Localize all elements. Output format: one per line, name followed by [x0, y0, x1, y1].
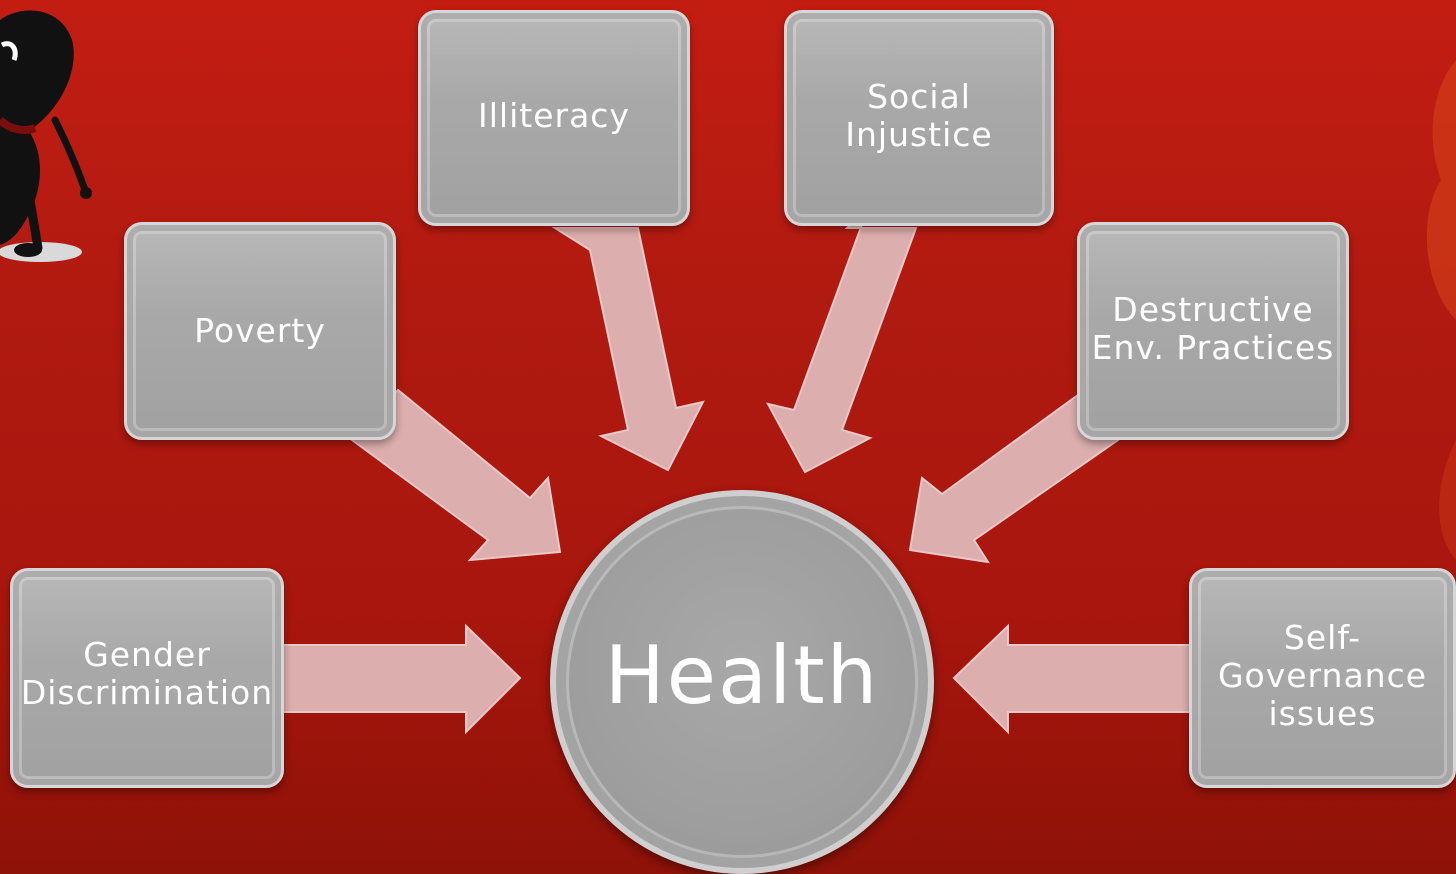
factor-self-governance-line3: issues: [1268, 694, 1377, 733]
factor-poverty-label: Poverty: [194, 311, 326, 350]
factor-gender-discrimination-line2: Discrimination: [20, 673, 274, 712]
arrow-poverty: [350, 388, 562, 562]
mascot-figure: [0, 10, 92, 262]
factor-destructive-env: Destructive Env. Practices: [1077, 222, 1349, 440]
factor-gender-discrimination-line1: Gender: [83, 635, 211, 674]
factor-illiteracy-label: Illiteracy: [478, 96, 630, 135]
arrow-illiteracy: [551, 227, 705, 472]
factor-destructive-env-line1: Destructive: [1112, 290, 1314, 329]
factor-illiteracy: Illiteracy: [418, 10, 690, 226]
arrow-gender-discrimination: [281, 623, 522, 735]
factor-social-injustice-line2: Injustice: [845, 115, 993, 154]
factor-social-injustice: Social Injustice: [784, 10, 1054, 226]
arrow-social-injustice: [766, 207, 918, 474]
factor-self-governance-line1: Self-: [1283, 618, 1362, 657]
center-health-label: Health: [604, 628, 880, 722]
arrow-self-governance: [952, 623, 1193, 735]
factor-social-injustice-line1: Social: [867, 77, 971, 116]
factor-poverty: Poverty: [124, 222, 396, 440]
arrow-destructive-env: [908, 390, 1120, 564]
factor-self-governance-line2: Governance: [1217, 656, 1428, 695]
factor-self-governance: Self- Governance issues: [1189, 568, 1456, 788]
center-health-circle: Health: [550, 490, 934, 874]
factor-gender-discrimination: Gender Discrimination: [10, 568, 284, 788]
factor-destructive-env-line2: Env. Practices: [1091, 328, 1335, 367]
